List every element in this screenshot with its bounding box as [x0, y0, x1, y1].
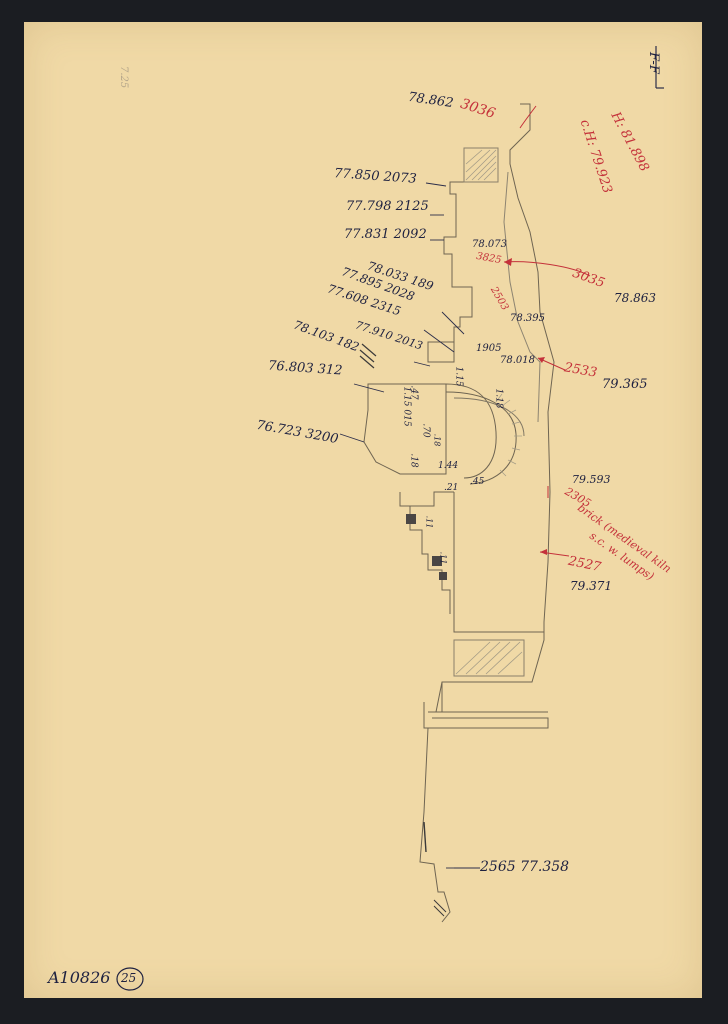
- dim-label: .11: [424, 515, 434, 529]
- dim-label: 1.15: [453, 366, 464, 387]
- dim-label: .18: [408, 453, 419, 468]
- inner-value: 78.395: [510, 313, 545, 324]
- inner-value: 1905: [476, 343, 502, 354]
- dim-label: .47: [408, 385, 419, 400]
- inner-value: 78.073: [472, 239, 507, 250]
- dim-label: .18: [432, 433, 442, 447]
- right-level: 79.365: [602, 377, 648, 392]
- right-bottom-level: 79.371: [570, 579, 612, 593]
- brick-level: 79.593: [572, 473, 611, 486]
- right-level: 78.863: [614, 291, 656, 305]
- inner-value: 78.018: [500, 355, 535, 366]
- dim-label: 1.44: [438, 461, 459, 471]
- drawing-sheet: F-F 78.862 3036 H: 81.898 c.H: 79.923 77…: [24, 22, 702, 998]
- dim-label: 1.18: [493, 388, 504, 409]
- section-drawing: [116, 46, 664, 991]
- dim-label: .21: [444, 483, 459, 493]
- level-label: 77.831 2092: [344, 227, 427, 242]
- bottom-level: 2565 77.358: [480, 859, 570, 875]
- catalog-id: A10826: [48, 968, 111, 987]
- section-label: F-F: [646, 52, 661, 74]
- level-label: 77.798 2125: [346, 199, 429, 214]
- faint-pencil-note: 7.25: [118, 66, 129, 89]
- dim-label: .11: [438, 551, 448, 565]
- catalog-circled-number: 25: [121, 971, 137, 985]
- dim-label: .70: [420, 423, 431, 438]
- dim-label: .45: [470, 477, 485, 487]
